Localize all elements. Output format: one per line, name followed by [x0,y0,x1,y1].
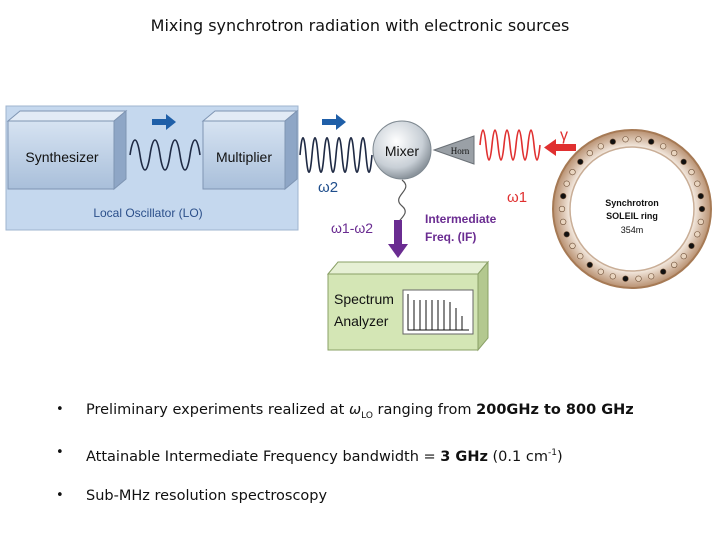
page-title: Mixing synchrotron radiation with electr… [150,16,570,35]
synth-wave [129,139,201,171]
multiplier-label: Multiplier [216,149,272,165]
ring-label-line2: SOLEIL ring [606,211,658,221]
arrow-left-icon [544,139,576,156]
ring-magnet-dot [586,261,593,269]
bullet-list: • Preliminary experiments realized at ωL… [56,400,696,529]
spectrum-label-line1: Spectrum [334,291,394,307]
omega1-label: ω1 [507,189,527,206]
arrow-right-icon [152,114,176,130]
ring-magnet-dot [569,169,576,176]
ring-magnet-dot [558,205,566,213]
gamma-label: γ [560,127,568,144]
ring-magnet-dot [635,136,642,143]
ring-magnet-dot [569,242,576,249]
ring-magnet-dot [622,136,629,143]
ring-magnet-dot [648,138,655,145]
omega2-label: ω2 [318,179,338,196]
horn: Horn [432,135,475,165]
synchrotron-wave [479,129,541,161]
ring-label-line3: 354m [621,225,644,235]
mixer-label: Mixer [385,143,420,159]
ring-magnet-dot [609,273,616,280]
spectrum-analyzer: Spectrum Analyzer [326,260,490,352]
ring-magnet-dot [660,143,667,150]
ring-magnet-dot [648,273,655,280]
bullet-item: • Preliminary experiments realized at ωL… [56,402,634,421]
ring-magnet-dot [660,268,667,275]
ring-magnet-dot [680,253,687,260]
difference-frequency-label: ω1-ω2 [331,220,373,236]
ring-magnet-dot [697,193,704,200]
ring-magnet-dot [622,275,629,282]
ring-magnet-dot [694,180,701,187]
bullet-item: • Sub-MHz resolution spectroscopy [56,488,328,504]
ring-magnet-dot [560,218,567,225]
lo-label: Local Oscillator (LO) [93,206,202,220]
ring-magnet-dot [597,268,604,275]
if-label-line1: Intermediate [425,212,497,226]
arrow-down-icon [388,220,408,258]
bullet-marker: • [56,402,64,417]
ring-magnet-dot [697,218,704,225]
ring-magnet-dot [560,193,567,200]
bullet-marker: • [56,445,64,460]
ring-magnet-dot [694,231,701,238]
arrow-right-icon [322,114,346,130]
synthesizer-label: Synthesizer [25,149,98,165]
ring-magnet-dot [563,180,570,187]
spectrum-label-line2: Analyzer [334,313,389,329]
mixer: Mixer [372,120,432,180]
horn-label: Horn [451,146,470,156]
spectrum-display [402,289,474,335]
ring-magnet-dot [688,242,695,249]
ring-magnet-dot [635,275,642,282]
ring-magnet-dot [671,150,678,157]
bullet-marker: • [56,488,64,503]
ring-label-line1: Synchrotron [605,198,659,208]
if-label-line2: Freq. (IF) [425,230,476,244]
ring-magnet-dot [688,169,695,176]
ring-magnet-dot [577,253,584,260]
synchrotron-ring: Synchrotron SOLEIL ring 354m [552,129,712,289]
ring-magnet-dot [586,150,593,157]
ring-magnet-dot [577,158,584,165]
multiplier-wave [299,136,373,174]
ring-magnet-dot [609,138,616,145]
multiplier-box: Multiplier [201,109,299,191]
ring-magnet-dot [698,205,706,213]
synthesizer-box: Synthesizer [6,109,128,191]
ring-magnets [558,136,706,282]
ring-magnet-dot [563,231,570,238]
ring-magnet-dot [671,261,678,269]
ring-magnet-dot [680,158,687,165]
ring-magnet-dot [597,143,604,150]
bullet-item: • Attainable Intermediate Frequency band… [56,445,563,465]
